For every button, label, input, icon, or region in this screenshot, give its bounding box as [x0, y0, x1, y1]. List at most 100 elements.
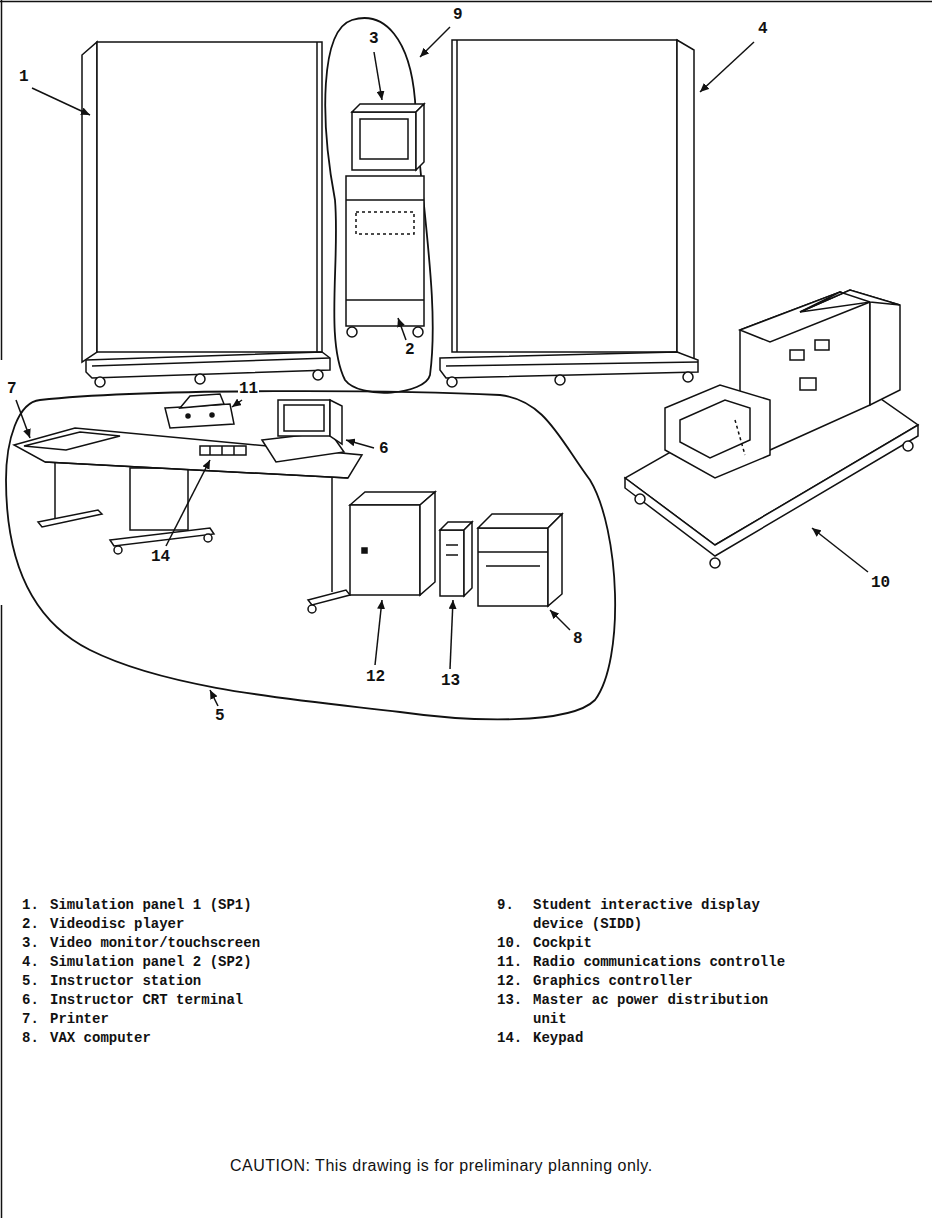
cockpit-seat — [665, 385, 770, 478]
seat-cushion — [680, 400, 750, 458]
panel-side — [677, 40, 694, 362]
switch — [446, 554, 458, 556]
cockpit-rear — [800, 290, 900, 405]
instrument — [800, 378, 816, 390]
part-number: 2. — [22, 915, 39, 934]
leader-arrow — [375, 600, 382, 665]
callout-number: 1 — [18, 68, 30, 87]
leader-arrow — [232, 400, 242, 407]
part-number: 3. — [22, 934, 39, 953]
rear-top — [800, 290, 900, 312]
monitor-screen — [360, 119, 408, 159]
key — [233, 446, 235, 455]
control-knob — [186, 414, 190, 418]
part-name: Master ac power distribution unit — [533, 991, 805, 1029]
wheel — [114, 546, 122, 554]
vax-computer — [478, 528, 548, 606]
key — [209, 446, 211, 455]
instrument — [815, 340, 829, 350]
wheel — [347, 327, 357, 337]
part-name: VAX computer — [50, 1029, 450, 1048]
power-distribution-unit — [440, 530, 464, 596]
wheel — [710, 558, 720, 568]
base-edge — [446, 362, 698, 366]
part-number: 9. — [497, 896, 514, 915]
part-number: 1. — [22, 896, 39, 915]
cart-shelf — [346, 199, 424, 201]
monitor-side — [416, 104, 424, 170]
vax-side — [548, 514, 562, 606]
vax-panel — [486, 565, 540, 567]
callout-number: 2 — [404, 341, 416, 360]
graphics-controller — [350, 505, 420, 595]
crt-screen — [284, 405, 324, 431]
desk-foot — [308, 590, 350, 605]
callout-number: 3 — [368, 30, 380, 49]
part-name: Printer — [50, 1010, 450, 1029]
caution-note: CAUTION: This drawing is for preliminary… — [230, 1156, 653, 1175]
switch — [446, 544, 458, 546]
control-stick — [735, 420, 745, 455]
callout-number: 12 — [365, 668, 386, 687]
desk-leg — [54, 460, 56, 520]
instructor-desk — [14, 394, 362, 613]
simulation-panel — [82, 42, 330, 387]
wheel — [903, 441, 913, 451]
wheel — [683, 372, 693, 382]
videodisc-player — [356, 212, 414, 234]
leader-arrow — [550, 610, 570, 630]
part-number: 10. — [497, 934, 522, 953]
wheel — [95, 377, 105, 387]
part-name: Instructor station — [50, 972, 450, 991]
frame-line — [1, 605, 3, 1218]
part-name: Student interactive display device (SIDD… — [533, 896, 805, 934]
callout-number: 10 — [870, 574, 891, 593]
radio-controller — [165, 404, 234, 428]
crt-terminal — [278, 400, 330, 436]
leader-arrow — [166, 460, 210, 546]
cockpit — [625, 290, 918, 568]
wheel — [635, 494, 645, 504]
leader-arrow — [346, 440, 374, 448]
part-number: 7. — [22, 1010, 39, 1029]
wheel — [555, 375, 565, 385]
desk-leg — [331, 472, 333, 592]
cart-shelf — [346, 299, 424, 301]
wheel — [308, 605, 316, 613]
instrument — [790, 350, 804, 360]
callout-number: 6 — [378, 440, 390, 459]
wheel — [204, 534, 212, 542]
monitor-top — [352, 104, 424, 112]
keypad — [200, 446, 246, 455]
leader-arrow — [812, 528, 868, 572]
part-number: 11. — [497, 953, 522, 972]
radio-controller-top — [180, 394, 224, 408]
callout-number: 5 — [214, 707, 226, 726]
computer-cabinets — [350, 492, 562, 606]
control-knob — [210, 413, 214, 417]
callout-number: 7 — [6, 380, 18, 399]
leader-arrow — [700, 42, 754, 92]
wheel — [413, 327, 423, 337]
part-number: 12. — [497, 972, 522, 991]
panel-side — [82, 42, 97, 362]
part-number: 4. — [22, 953, 39, 972]
part-name: Graphics controller — [533, 972, 805, 991]
leader-arrow — [398, 318, 406, 340]
part-number: 8. — [22, 1029, 39, 1048]
leader-lines — [16, 27, 868, 706]
simulation-panel — [440, 40, 698, 387]
part-number: 14. — [497, 1029, 522, 1048]
callout-number: 4 — [757, 20, 769, 39]
leader-arrow — [210, 690, 218, 706]
wheel — [313, 370, 323, 380]
part-name: Video monitor/touchscreen — [50, 934, 450, 953]
crt-side — [330, 400, 342, 444]
part-name: Simulation panel 2 (SP2) — [50, 953, 450, 972]
wheel — [195, 374, 205, 384]
video-monitor — [352, 112, 416, 170]
base-edge — [92, 358, 330, 366]
part-name: Cockpit — [533, 934, 805, 953]
group-outline — [325, 18, 432, 393]
